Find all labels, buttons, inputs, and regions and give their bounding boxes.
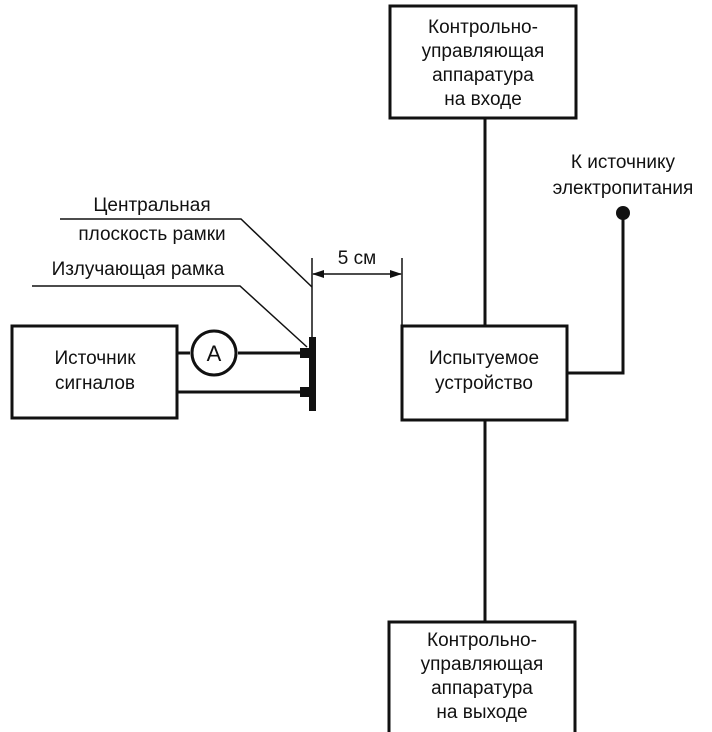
radiating-loop-label: Излучающая рамка xyxy=(52,259,225,280)
dut-line-1: Испытуемое xyxy=(429,348,539,369)
power-label-line-2: электропитания xyxy=(553,178,694,199)
dut-line-2: устройство xyxy=(435,373,533,394)
ammeter-symbol: A xyxy=(207,341,222,366)
input-control-line-1: Контрольно- xyxy=(428,17,538,38)
signal-source-line-2: сигналов xyxy=(55,373,135,394)
power-terminal-dot xyxy=(616,206,630,220)
distance-label: 5 см xyxy=(338,248,376,269)
loop-terminal-top xyxy=(300,348,310,358)
input-control-line-2: управляющая xyxy=(422,41,545,62)
input-control-box: Контрольно- управляющая аппаратура на вх… xyxy=(388,4,578,120)
input-control-line-3: аппаратура xyxy=(432,65,534,86)
output-control-line-4: на выходе xyxy=(436,702,527,723)
center-plane-label-line-2: плоскость рамки xyxy=(78,224,225,245)
radiating-loop xyxy=(300,337,316,411)
output-control-box: Контрольно- управляющая аппаратура на вы… xyxy=(387,620,577,732)
power-label-line-1: К источнику xyxy=(571,152,676,173)
radiating-loop-leader xyxy=(32,285,308,348)
output-control-line-2: управляющая xyxy=(421,654,544,675)
signal-source-box: Источник сигналов xyxy=(10,324,179,420)
signal-source-line-1: Источник xyxy=(54,348,136,369)
output-control-line-1: Контрольно- xyxy=(427,630,537,651)
center-plane-leader xyxy=(60,218,313,288)
output-control-line-3: аппаратура xyxy=(431,678,533,699)
loop-plate xyxy=(309,337,316,411)
center-plane-label-line-1: Центральная xyxy=(93,195,210,216)
ammeter-circle xyxy=(190,329,238,377)
power-supply-wire xyxy=(567,213,625,375)
device-under-test-box: Испытуемое устройство xyxy=(400,324,569,422)
input-control-line-4: на входе xyxy=(444,89,522,110)
loop-terminal-bottom xyxy=(300,387,310,397)
ammeter: A xyxy=(190,329,238,377)
